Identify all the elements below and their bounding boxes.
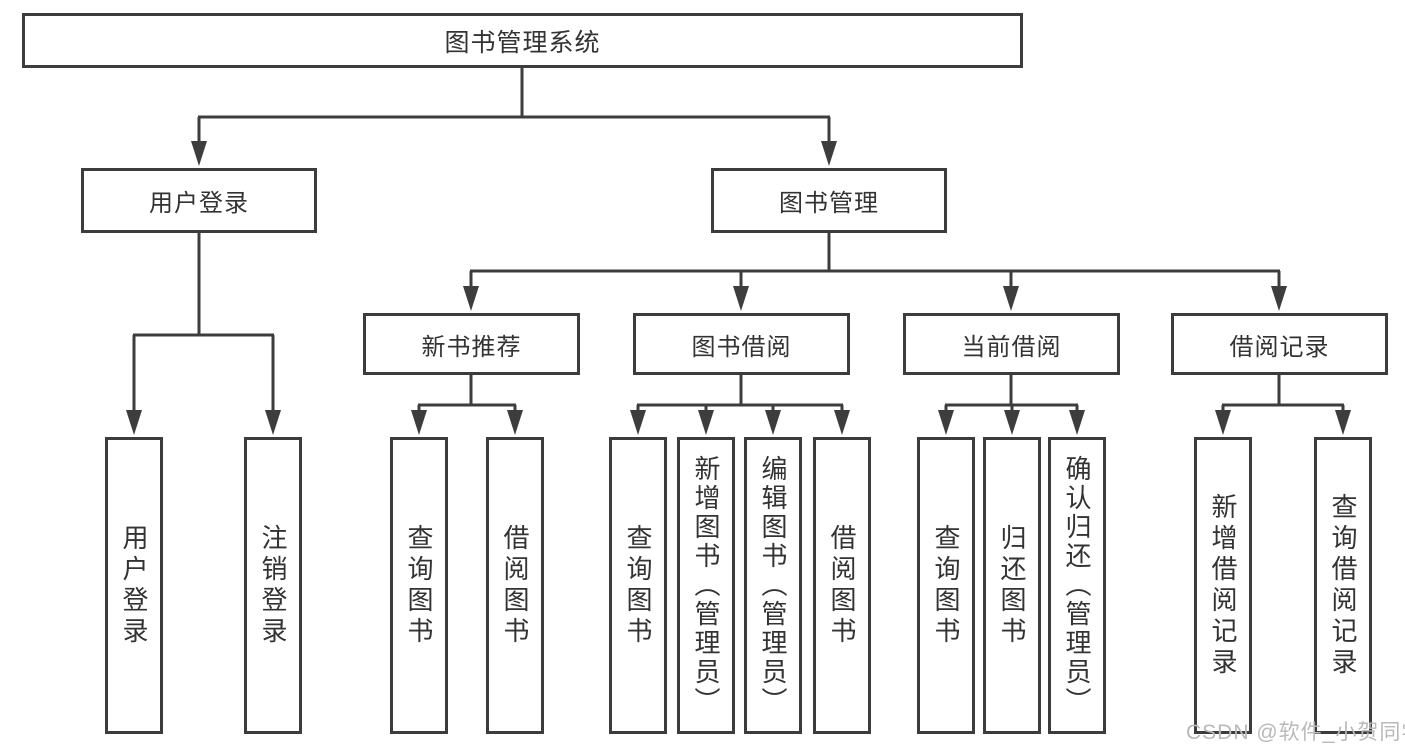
arrowhead [463, 286, 479, 311]
leaf-query-borrow-record: 查询借阅记录 [1314, 437, 1372, 734]
node-user-login: 用户登录 [81, 168, 317, 233]
arrowhead [1215, 410, 1231, 435]
arrowhead [765, 410, 781, 435]
node-root: 图书管理系统 [22, 13, 1023, 68]
arrowhead [834, 410, 850, 435]
arrowhead [1069, 410, 1085, 435]
arrowhead [191, 141, 207, 166]
node-book-management: 图书管理 [711, 168, 947, 233]
leaf-add-book-admin: 新增图书（管理员） [677, 437, 735, 734]
arrowhead [698, 410, 714, 435]
leaf-confirm-return-admin: 确认归还（管理员） [1048, 437, 1106, 734]
leaf-query-book-3: 查询图书 [917, 437, 975, 734]
arrowhead [821, 141, 837, 166]
node-book-borrow: 图书借阅 [633, 313, 850, 375]
connector-segments [132, 68, 1345, 420]
leaf-user-login: 用户登录 [105, 437, 163, 734]
leaf-logout: 注销登录 [244, 437, 302, 734]
arrowhead [938, 410, 954, 435]
node-current-borrow: 当前借阅 [903, 313, 1120, 375]
leaf-add-borrow-record: 新增借阅记录 [1194, 437, 1252, 734]
arrowhead [507, 410, 523, 435]
arrowhead [126, 410, 142, 435]
node-new-book-recommend: 新书推荐 [363, 313, 580, 375]
leaf-query-book-1: 查询图书 [390, 437, 448, 734]
arrowhead [411, 410, 427, 435]
arrowhead [1271, 286, 1287, 311]
watermark: CSDN @软件_小贺同学 [1186, 721, 1405, 744]
arrowhead [265, 410, 281, 435]
arrowhead [733, 286, 749, 311]
arrowheads [126, 141, 1351, 435]
leaf-borrow-book-1: 借阅图书 [486, 437, 544, 734]
arrowhead [630, 410, 646, 435]
leaf-edit-book-admin: 编辑图书（管理员） [744, 437, 802, 734]
leaf-borrow-book-2: 借阅图书 [813, 437, 871, 734]
arrowhead [1335, 410, 1351, 435]
leaf-return-book: 归还图书 [983, 437, 1041, 734]
arrowhead [1004, 410, 1020, 435]
leaf-query-book-2: 查询图书 [609, 437, 667, 734]
node-borrow-records: 借阅记录 [1171, 313, 1388, 375]
arrowhead [1003, 286, 1019, 311]
